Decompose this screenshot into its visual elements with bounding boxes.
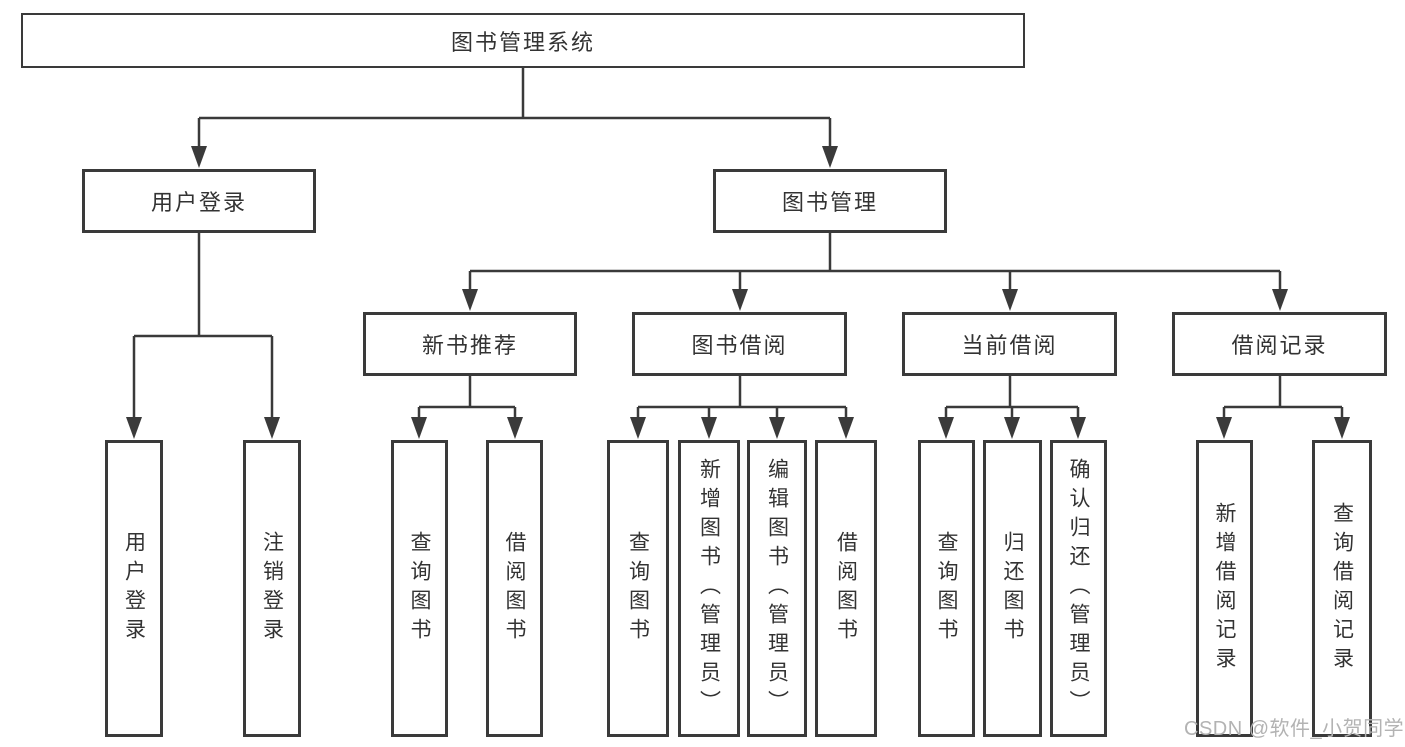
node-root-label: 图书管理系统	[450, 29, 595, 55]
connector-new-book	[417, 376, 517, 419]
leaf-add-book-admin: 新增图书（管理员）	[678, 440, 740, 737]
node-book-borrow-label: 图书借阅	[691, 333, 788, 358]
leaf-query-borrow-record: 查询借阅记录	[1312, 440, 1372, 737]
node-root: 图书管理系统	[21, 13, 1025, 68]
leaf-user-login: 用户登录	[105, 440, 163, 737]
node-book-mgmt-label: 图书管理	[781, 190, 878, 215]
arrowhead-icon	[1334, 417, 1350, 439]
arrowhead-icon	[462, 289, 478, 311]
connector-paths-group	[132, 68, 1344, 419]
connector-book-mgmt	[468, 233, 1282, 291]
arrowhead-icon	[264, 417, 280, 439]
arrowhead-icon	[411, 417, 427, 439]
node-borrow-record-label: 借阅记录	[1231, 333, 1328, 358]
leaf-user-login-label: 用户登录	[122, 530, 146, 647]
arrowhead-icon	[822, 146, 838, 168]
leaf-edit-book-admin-label: 编辑图书（管理员）	[765, 458, 789, 719]
arrowhead-icon	[630, 417, 646, 439]
leaf-query-book-1: 查询图书	[391, 440, 448, 737]
node-user-login-label: 用户登录	[150, 190, 247, 215]
leaf-return-book-label: 归还图书	[1001, 530, 1024, 647]
leaf-borrow-book-1: 借阅图书	[486, 440, 543, 737]
leaf-return-book: 归还图书	[983, 440, 1042, 737]
arrowhead-icon	[938, 417, 954, 439]
node-new-book-rec-label: 新书推荐	[421, 333, 518, 358]
arrowhead-icon	[732, 289, 748, 311]
leaf-borrow-book-1-label: 借阅图书	[503, 530, 526, 647]
arrowhead-icon	[191, 146, 207, 168]
leaf-query-book-2: 查询图书	[607, 440, 669, 737]
leaf-logout: 注销登录	[243, 440, 301, 737]
arrowhead-icon	[838, 417, 854, 439]
node-new-book-rec: 新书推荐	[363, 312, 577, 376]
arrowhead-icon	[507, 417, 523, 439]
arrowhead-icon	[1004, 417, 1020, 439]
leaf-borrow-book-2-label: 借阅图书	[834, 530, 858, 647]
arrowhead-icon	[769, 417, 785, 439]
leaf-logout-label: 注销登录	[260, 530, 284, 647]
arrowhead-icon	[126, 417, 142, 439]
leaf-query-book-3: 查询图书	[918, 440, 975, 737]
leaf-confirm-return-admin-label: 确认归还（管理员）	[1067, 458, 1090, 719]
arrowhead-icon	[1002, 289, 1018, 311]
watermark: CSDN @软件_小贺同学	[1184, 718, 1405, 740]
leaf-query-borrow-record-label: 查询借阅记录	[1330, 501, 1354, 676]
leaf-add-book-admin-label: 新增图书（管理员）	[697, 458, 721, 719]
leaf-query-book-2-label: 查询图书	[626, 530, 650, 647]
connector-root	[197, 68, 832, 148]
leaf-query-book-3-label: 查询图书	[935, 530, 958, 647]
leaf-confirm-return-admin: 确认归还（管理员）	[1050, 440, 1107, 737]
leaf-add-borrow-record-label: 新增借阅记录	[1213, 501, 1236, 676]
connector-user-login	[132, 233, 274, 419]
leaf-edit-book-admin: 编辑图书（管理员）	[747, 440, 807, 737]
connector-book-borrow	[636, 376, 848, 419]
arrowhead-icon	[1272, 289, 1288, 311]
arrowheads-group	[126, 146, 1350, 439]
node-current-borrow-label: 当前借阅	[961, 333, 1058, 358]
arrowhead-icon	[1070, 417, 1086, 439]
node-book-mgmt: 图书管理	[713, 169, 947, 233]
node-book-borrow: 图书借阅	[632, 312, 847, 376]
arrowhead-icon	[1216, 417, 1232, 439]
node-current-borrow: 当前借阅	[902, 312, 1117, 376]
leaf-borrow-book-2: 借阅图书	[815, 440, 877, 737]
leaf-add-borrow-record: 新增借阅记录	[1196, 440, 1253, 737]
node-user-login: 用户登录	[82, 169, 316, 233]
node-borrow-record: 借阅记录	[1172, 312, 1387, 376]
leaf-query-book-1-label: 查询图书	[408, 530, 431, 647]
connector-current-borrow	[944, 376, 1080, 419]
connector-borrow-record	[1222, 376, 1344, 419]
arrowhead-icon	[701, 417, 717, 439]
